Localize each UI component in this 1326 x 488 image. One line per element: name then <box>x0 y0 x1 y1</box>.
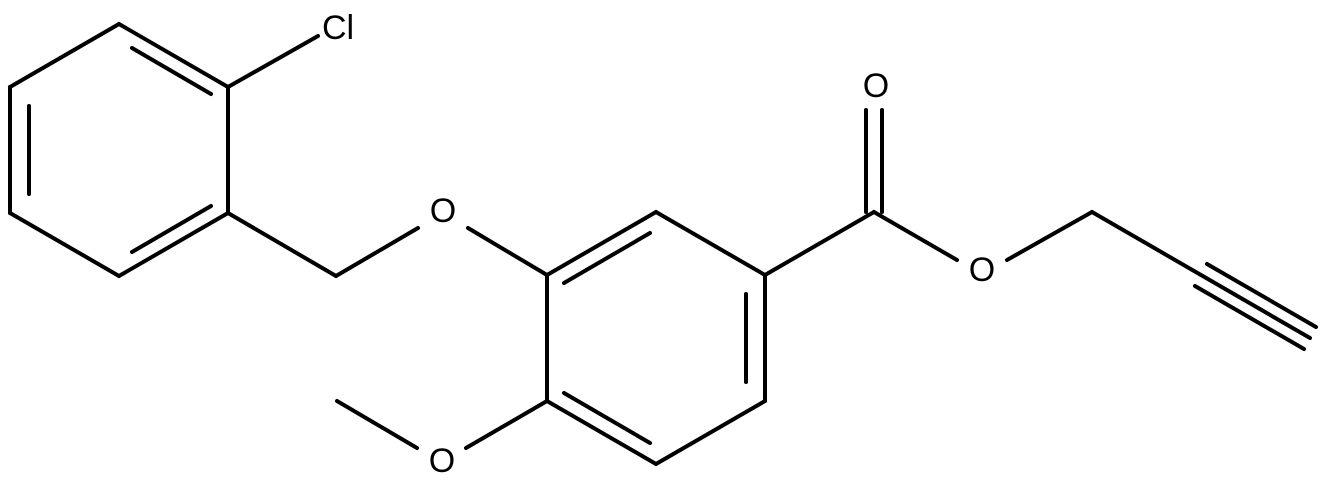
bond <box>545 399 658 466</box>
o-ch2-bond <box>1005 210 1094 262</box>
bond <box>654 399 767 466</box>
bond <box>1205 262 1318 329</box>
bond <box>117 211 230 278</box>
ch2-alkyne-bond <box>1090 210 1203 277</box>
o-ether-aryl-bond <box>466 226 549 277</box>
alkyne-triple-bond <box>1193 262 1318 351</box>
c-o-ether-bond <box>334 226 420 278</box>
bond <box>1193 284 1306 351</box>
methoxy-oxygen-label: O <box>429 442 455 480</box>
c-o-methoxy-bond <box>464 399 549 450</box>
bond <box>130 204 213 254</box>
benzyl-bond <box>226 211 338 278</box>
chlorine-label: Cl <box>322 9 354 47</box>
c-cl-bond <box>226 34 320 89</box>
bond <box>545 210 658 277</box>
carbonyl-oxygen-label: O <box>863 67 889 105</box>
bond <box>1199 273 1312 340</box>
bond <box>117 22 230 89</box>
o-ch3-bond <box>335 399 419 450</box>
ether-oxygen-label: O <box>430 192 456 230</box>
aryl-carbonyl-bond <box>763 210 876 277</box>
bond <box>8 22 121 89</box>
ester-oxygen-label: O <box>969 251 995 289</box>
bond <box>562 231 652 285</box>
bond <box>562 391 652 445</box>
benzoate-ring <box>545 210 767 466</box>
c-o-ester-bond <box>872 210 959 262</box>
chlorophenyl-ring <box>8 22 230 278</box>
bond <box>654 210 767 277</box>
bond <box>130 46 213 96</box>
bond <box>8 211 121 278</box>
